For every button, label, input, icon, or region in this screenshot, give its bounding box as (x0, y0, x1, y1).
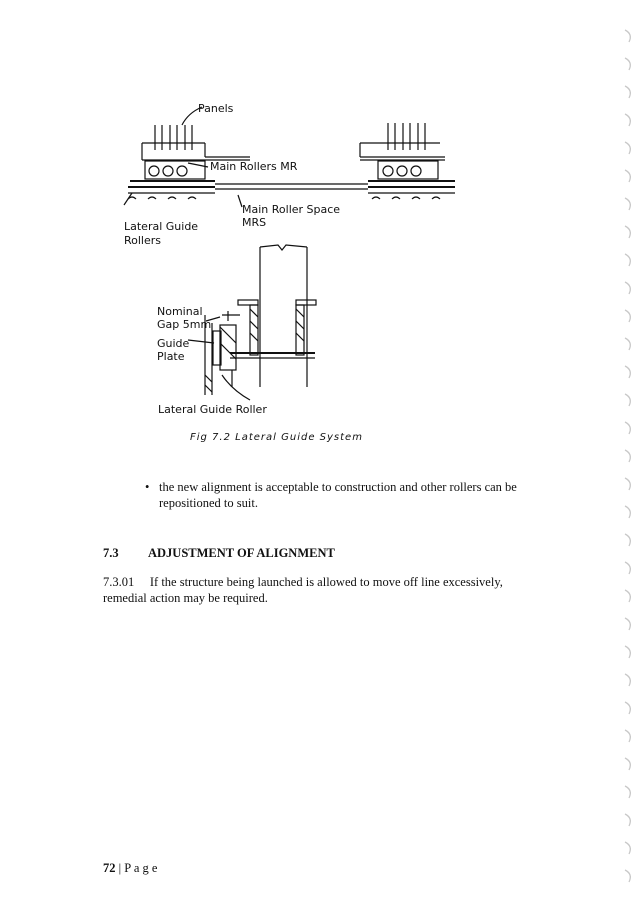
label-lateral-guide-roller: Lateral Guide Roller (158, 403, 267, 416)
binding-rings-decoration (624, 29, 631, 883)
paragraph-line-1: 7.3.01 If the structure being launched i… (103, 575, 503, 589)
bullet-line-2: repositioned to suit. (159, 496, 258, 510)
label-lateral-guide-rollers: Lateral Guide (124, 220, 199, 233)
label-plate: Plate (157, 350, 185, 363)
section-title: ADJUSTMENT OF ALIGNMENT (148, 546, 335, 560)
paragraph-line-2: remedial action may be required. (103, 591, 268, 605)
label-main-roller-space: Main Roller Space (242, 203, 341, 216)
page-word: P a g e (124, 861, 158, 875)
left-roller-assembly (127, 125, 250, 200)
label-nominal: Nominal (157, 305, 203, 318)
bullet-line-1: the new alignment is acceptable to const… (159, 480, 517, 494)
guide-section-detail (187, 244, 317, 401)
bullet-dot: • (145, 480, 150, 494)
label-gap: Gap 5mm (157, 318, 212, 331)
footer-separator: | (118, 861, 122, 875)
label-rollers: Rollers (124, 234, 162, 247)
figure-caption: Fig 7.2 Lateral Guide System (190, 432, 363, 443)
lateral-guide-diagram (123, 106, 455, 401)
page-number: 72 (103, 861, 116, 875)
label-mrs: MRS (242, 216, 267, 229)
section-number: 7.3 (103, 546, 119, 560)
label-main-rollers: Main Rollers MR (210, 160, 298, 173)
right-roller-assembly (359, 123, 455, 200)
label-guide: Guide (157, 337, 190, 350)
label-panels: Panels (198, 102, 234, 115)
page-footer: 72 | P a g e (103, 860, 157, 876)
